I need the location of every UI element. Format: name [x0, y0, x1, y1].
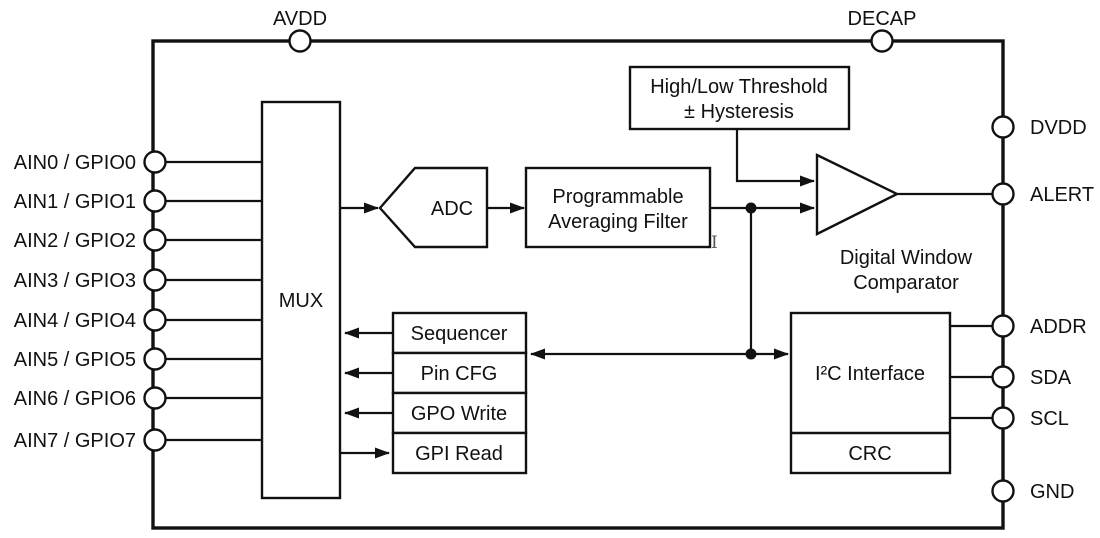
pin-label-dvdd: DVDD [1030, 117, 1087, 139]
junction-dot-filter-output [745, 202, 757, 214]
pin-label-ain7: AIN7 / GPIO7 [14, 430, 136, 452]
wire-group [165, 129, 993, 459]
pin-label-alert: ALERT [1030, 184, 1094, 206]
mux-label: MUX [279, 290, 323, 312]
pin-circle-ain1 [143, 189, 167, 213]
pin-circle-alert [991, 182, 1015, 206]
threshold-label-line2: ± Hysteresis [684, 101, 794, 123]
block-comparator: Digital Window Comparator [815, 153, 973, 294]
gpi-read-label: GPI Read [415, 443, 503, 465]
pin-circle-avdd [288, 29, 312, 53]
comparator-label-line2: Comparator [853, 272, 959, 294]
pin-label-ain2: AIN2 / GPIO2 [14, 230, 136, 252]
pin-circle-gnd [991, 479, 1015, 503]
pin-circle-dvdd [991, 115, 1015, 139]
filter-label-line1: Programmable [552, 186, 683, 208]
pin-circle-sda [991, 365, 1015, 389]
gpo-write-box [391, 391, 528, 435]
pin-circle-ain3 [143, 268, 167, 292]
pin-label-gnd: GND [1030, 481, 1074, 503]
sequencer-box [391, 311, 528, 355]
wire-threshold-to-comparator [735, 129, 815, 187]
i2c-box [789, 311, 952, 475]
pin-label-ain5: AIN5 / GPIO5 [14, 349, 136, 371]
pin-cfg-box [391, 351, 528, 395]
crc-label: CRC [848, 443, 891, 465]
filter-label-line2: Averaging Filter [548, 211, 688, 233]
block-control-stack: Sequencer Pin CFG GPO Write GPI Read [391, 311, 528, 475]
block-i2c: I²C Interface CRC [789, 311, 952, 475]
comparator-label-line1: Digital Window [840, 247, 973, 269]
gpo-write-label: GPO Write [411, 403, 507, 425]
pin-circle-ain5 [143, 347, 167, 371]
pin-circle-ain2 [143, 228, 167, 252]
pin-label-sda: SDA [1030, 367, 1072, 389]
sequencer-label: Sequencer [411, 323, 508, 345]
i2c-label: I²C Interface [815, 363, 925, 385]
adc-label: ADC [431, 198, 473, 220]
pin-label-addr: ADDR [1030, 316, 1087, 338]
gpi-read-box [391, 431, 528, 475]
comparator-triangle [815, 153, 900, 236]
pin-circle-group [143, 29, 1015, 503]
pin-label-group: AVDD DECAP AIN0 / GPIO0 AIN1 / GPIO1 AIN… [14, 8, 1094, 503]
pin-circle-addr [991, 314, 1015, 338]
block-adc: ADC [378, 166, 489, 249]
pin-circle-scl [991, 406, 1015, 430]
adc-shape [378, 166, 489, 249]
mux-box [260, 100, 342, 500]
threshold-label-line1: High/Low Threshold [650, 76, 828, 98]
pin-circle-decap [870, 29, 894, 53]
pin-circle-ain4 [143, 308, 167, 332]
pin-label-ain3: AIN3 / GPIO3 [14, 270, 136, 292]
pin-circle-ain6 [143, 386, 167, 410]
text-cursor-artifact: I [711, 233, 718, 253]
block-threshold: High/Low Threshold ± Hysteresis [628, 65, 851, 131]
junction-dot-digital-bus [745, 348, 757, 360]
pin-label-decap: DECAP [848, 8, 917, 30]
pin-label-avdd: AVDD [273, 8, 327, 30]
pin-label-scl: SCL [1030, 408, 1069, 430]
pin-label-ain0: AIN0 / GPIO0 [14, 152, 136, 174]
pin-label-ain4: AIN4 / GPIO4 [14, 310, 136, 332]
pin-circle-ain7 [143, 428, 167, 452]
filter-box [524, 166, 712, 249]
block-averaging-filter: Programmable Averaging Filter [524, 166, 712, 249]
pin-circle-ain0 [143, 150, 167, 174]
threshold-box [628, 65, 851, 131]
pin-label-ain1: AIN1 / GPIO1 [14, 191, 136, 213]
pin-label-ain6: AIN6 / GPIO6 [14, 388, 136, 410]
pin-cfg-label: Pin CFG [421, 363, 498, 385]
block-mux: MUX [260, 100, 342, 500]
